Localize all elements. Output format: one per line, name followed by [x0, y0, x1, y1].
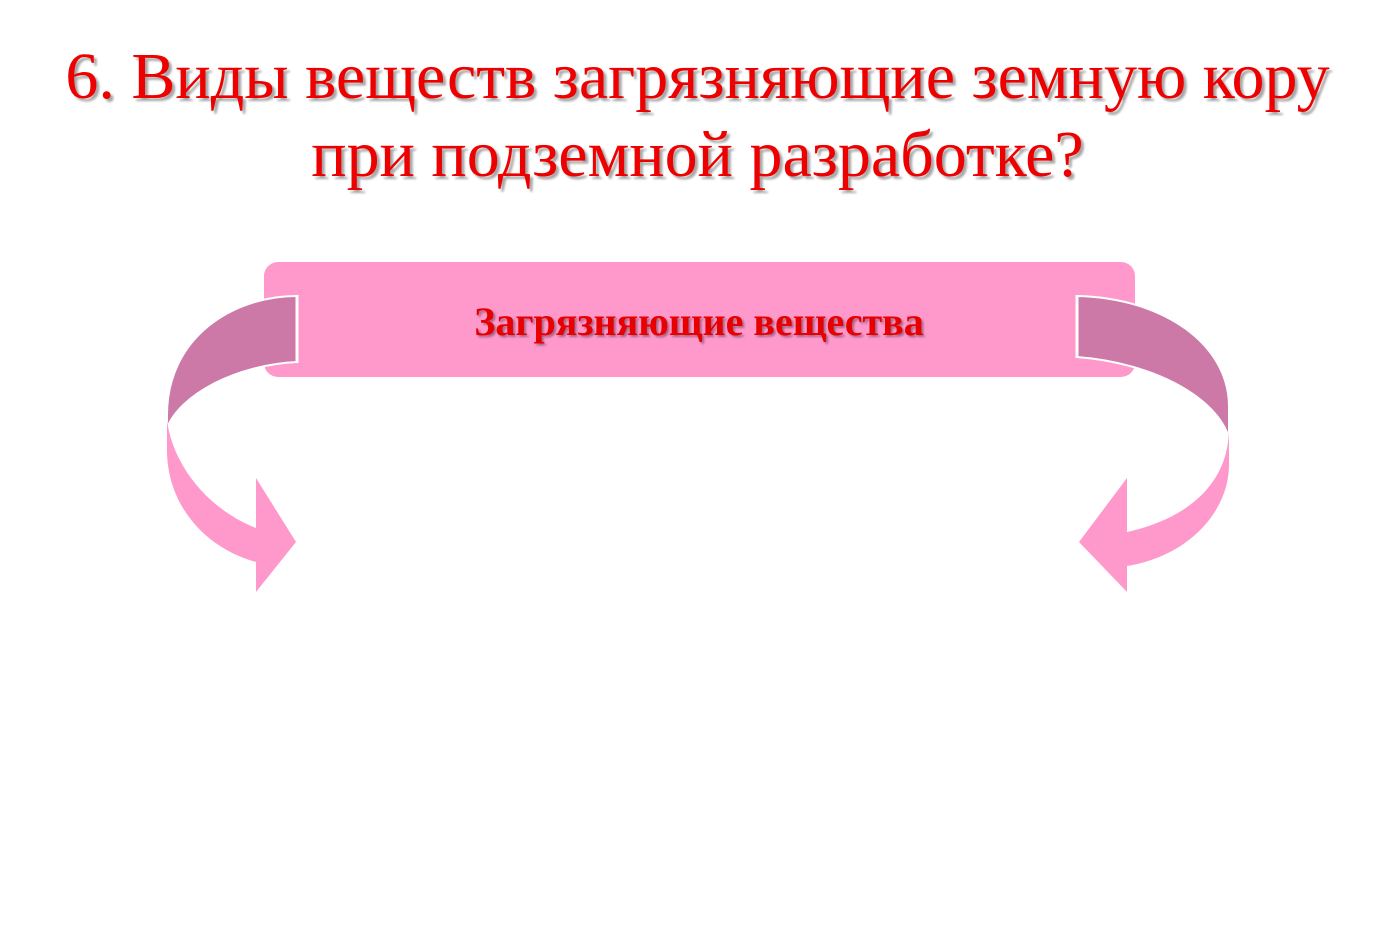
right-arrow-head	[1079, 428, 1229, 592]
title-line-2: при подземной разработке?	[311, 118, 1084, 191]
left-arrow-curl	[166, 294, 298, 429]
right-arrow-curl	[1076, 294, 1230, 439]
slide-title: 6. Виды веществ загрязняющие земную кору…	[0, 38, 1395, 194]
left-arrow-head	[167, 420, 296, 592]
banner-label: Загрязняющие вещества	[474, 299, 924, 344]
title-line-1: 6. Виды веществ загрязняющие земную кору	[65, 40, 1330, 113]
banner-bar	[264, 262, 1135, 377]
